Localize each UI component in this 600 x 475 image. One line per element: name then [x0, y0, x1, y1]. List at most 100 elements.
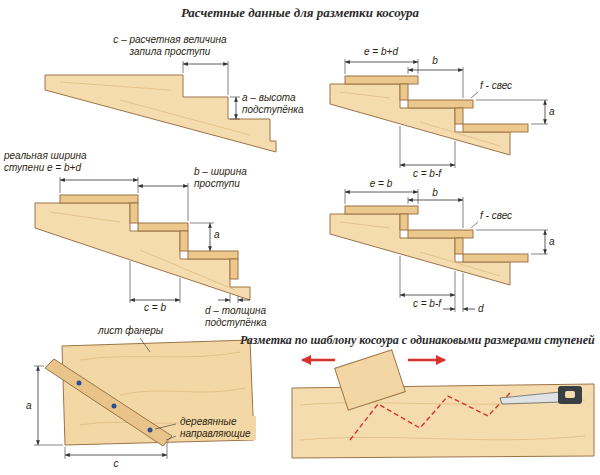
- wood-grain: [300, 436, 585, 440]
- dimension-label: a – высота подступёнка: [242, 92, 308, 116]
- leader-line: [471, 92, 478, 98]
- screw: [112, 404, 117, 409]
- extension-line: [418, 59, 419, 74]
- timber-board: [292, 384, 594, 458]
- dimension-line: [38, 366, 39, 445]
- dimension-label: a: [549, 106, 555, 118]
- dimension-line: [408, 200, 463, 201]
- tread-board: [408, 230, 473, 238]
- stringer: [35, 203, 250, 300]
- riser-board: [180, 231, 188, 251]
- extension-line: [183, 61, 184, 73]
- tread-board: [60, 195, 138, 203]
- template-piece: [335, 350, 406, 410]
- dimension-line: [443, 309, 455, 310]
- riser-board: [455, 238, 463, 254]
- diagram-title: Расчетные данные для разметки косоура: [181, 5, 419, 21]
- extension-line: [238, 296, 239, 303]
- stringer: [45, 75, 276, 152]
- dimension-line: [400, 295, 455, 296]
- leader-line: [155, 424, 176, 429]
- extension-line: [400, 126, 401, 168]
- dimension-line: [130, 300, 180, 301]
- dimension-line: [400, 165, 455, 166]
- extension-line: [408, 67, 409, 74]
- stringer: [330, 214, 510, 285]
- extension-line: [180, 278, 181, 303]
- dimension-line: [345, 192, 418, 193]
- dimension-line: [545, 230, 546, 254]
- dimension-label: e = b: [370, 178, 393, 190]
- riser-board: [455, 108, 463, 124]
- extension-line: [408, 197, 409, 204]
- extension-line: [188, 183, 189, 221]
- saw-handle-hole: [565, 391, 575, 398]
- wood-grain: [340, 92, 390, 98]
- extension-line: [418, 189, 419, 204]
- wood-grain: [340, 222, 390, 228]
- stringer-d: [330, 189, 548, 312]
- extension-line: [463, 273, 464, 312]
- dimension-label: a: [549, 236, 555, 248]
- extension-line: [228, 61, 229, 95]
- section-heading: Разметка по шаблону косоура с одинаковым…: [240, 333, 595, 347]
- dimension-line: [138, 186, 188, 187]
- dimension-line: [60, 180, 138, 181]
- dimension-label: d: [478, 303, 484, 315]
- dimension-label: f - свес: [480, 80, 512, 92]
- extension-line: [230, 97, 240, 98]
- extension-line: [34, 366, 44, 367]
- dimension-label: c: [114, 458, 119, 470]
- dimension-label: a: [26, 400, 32, 412]
- dimension-label: реальная ширина ступени e = b+d: [4, 150, 99, 174]
- dimension-label: f - свес: [480, 210, 512, 222]
- dimension-line: [345, 62, 418, 63]
- dimension-label: c = b-f: [413, 168, 441, 180]
- wood-grain: [80, 352, 240, 360]
- extension-line: [65, 447, 66, 459]
- extension-line: [345, 189, 346, 204]
- extension-line: [476, 100, 548, 101]
- dimension-line: [545, 100, 546, 124]
- wood-grain: [50, 212, 120, 222]
- extension-line: [60, 177, 61, 193]
- dimension-label: c = b-f: [413, 298, 441, 310]
- dimension-label: b – ширина проступи: [194, 166, 264, 190]
- tread-board: [463, 254, 528, 262]
- dimension-label: c – расчетная величина запила проступи: [105, 34, 235, 58]
- dimension-label: b: [432, 55, 438, 67]
- wooden-guide: [45, 359, 172, 446]
- dimension-label: лист фанеры: [98, 325, 163, 337]
- wood-grain: [60, 82, 170, 90]
- riser-board: [130, 203, 138, 223]
- tread-board: [188, 251, 238, 259]
- dimension-line: [210, 223, 211, 251]
- extension-line: [531, 254, 548, 255]
- riser-board: [400, 84, 408, 100]
- tread-board: [408, 100, 473, 108]
- dimension-line: [236, 97, 237, 119]
- extension-line: [463, 197, 464, 228]
- extension-line: [455, 271, 456, 312]
- wood-grain: [120, 388, 245, 395]
- leader-line: [166, 436, 176, 440]
- tread-board: [138, 223, 188, 231]
- extension-line: [345, 59, 346, 74]
- dimension-line: [408, 70, 463, 71]
- motion-arrow: [408, 359, 445, 362]
- leader-line: [471, 222, 478, 228]
- screw: [148, 428, 153, 433]
- extension-line: [463, 67, 464, 98]
- dimension-label: c = b: [144, 302, 166, 314]
- extension-line: [130, 261, 131, 303]
- plywood-template: [34, 338, 254, 459]
- leader-line: [140, 338, 150, 352]
- stringer-b: [330, 59, 548, 168]
- riser-board: [230, 259, 238, 279]
- tread-board: [463, 124, 528, 132]
- dimension-label: d – толщина подступёнка: [205, 305, 275, 329]
- extension-line: [167, 443, 168, 459]
